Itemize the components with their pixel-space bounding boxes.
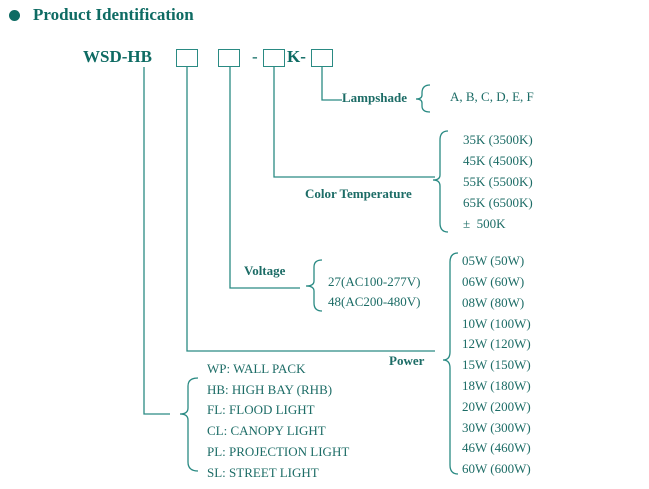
power-connector xyxy=(186,67,435,352)
lampshade-label: Lampshade xyxy=(342,90,408,105)
power-bracket xyxy=(442,252,459,475)
type-option: SL: STREET LIGHT xyxy=(207,465,319,480)
color-temp-option: 45K (4500K) xyxy=(463,153,533,168)
type-option: PL: PROJECTION LIGHT xyxy=(207,444,350,459)
power-option: 20W (200W) xyxy=(462,399,531,414)
power-option: 10W (100W) xyxy=(462,316,531,331)
power-option: 30W (300W) xyxy=(462,420,531,435)
lampshade-connector xyxy=(321,67,342,101)
power-option: 12W (120W) xyxy=(462,336,531,351)
code-dash: - xyxy=(252,47,258,66)
type-option: HB: HIGH BAY (RHB) xyxy=(207,382,333,397)
k-suffix: K- xyxy=(287,47,306,66)
lampshade-code-box xyxy=(311,49,333,67)
type-option: CL: CANOPY LIGHT xyxy=(207,423,326,438)
color-temp-option: 55K (5500K) xyxy=(463,174,533,189)
power-option: 15W (150W) xyxy=(462,357,531,372)
type-bracket xyxy=(179,377,199,472)
power-option: 06W (60W) xyxy=(462,274,525,289)
power-code-box xyxy=(218,49,240,67)
lampshade-options: A, B, C, D, E, F xyxy=(450,89,534,104)
power-option: 05W (50W) xyxy=(462,253,525,268)
color-temp-option: 65K (6500K) xyxy=(463,195,533,210)
voltage-connector xyxy=(229,67,300,289)
page-title: Product Identification xyxy=(33,5,194,24)
type-option: FL: FLOOD LIGHT xyxy=(207,402,315,417)
voltage-code-box xyxy=(263,49,285,67)
voltage-label: Voltage xyxy=(244,263,286,278)
color-temp-option: 35K (3500K) xyxy=(463,132,533,147)
power-option: 60W (600W) xyxy=(462,461,531,476)
type-option: WP: WALL PACK xyxy=(207,361,306,376)
color-temp-option: ± 500K xyxy=(463,216,506,231)
type-code-box xyxy=(176,49,198,67)
power-option: 46W (460W) xyxy=(462,440,531,455)
color-temp-connector xyxy=(273,67,435,178)
color-temp-bracket xyxy=(432,130,449,233)
power-option: 18W (180W) xyxy=(462,378,531,393)
color-temperature-label: Color Temperature xyxy=(305,186,412,201)
lampshade-bracket xyxy=(415,84,431,113)
voltage-bracket xyxy=(305,259,323,312)
bullet-icon xyxy=(9,10,20,21)
voltage-option: 48(AC200-480V) xyxy=(328,294,421,309)
power-option: 08W (80W) xyxy=(462,295,525,310)
voltage-option: 27(AC100-277V) xyxy=(328,274,421,289)
power-label: Power xyxy=(389,353,425,368)
type-connector xyxy=(143,67,170,415)
model-prefix: WSD-HB xyxy=(83,47,152,66)
